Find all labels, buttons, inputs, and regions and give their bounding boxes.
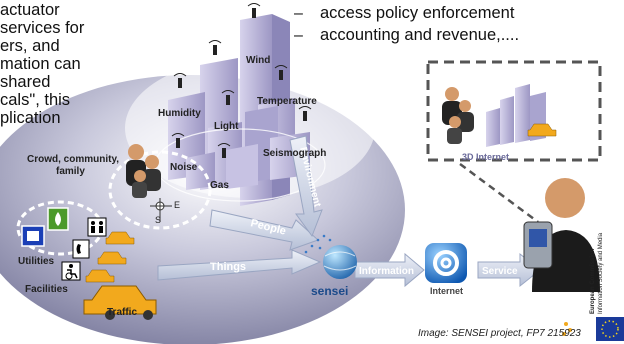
eu-commission-text: European Commission [590, 248, 596, 314]
taxi-icons [83, 231, 157, 320]
label-3d-internet: 3D Internet [462, 152, 510, 162]
eu-flag-icon [596, 317, 624, 341]
sensei-globe-icon [304, 234, 357, 279]
image-caption: Image: SENSEI project, FP7 215923 [418, 328, 581, 339]
label-gas: Gas [210, 180, 229, 191]
left-text-line: services for [0, 19, 85, 37]
bullet-item: –access policy enforcement [294, 4, 515, 22]
compass-e: E [174, 200, 181, 210]
family-dashed-circle [108, 150, 212, 230]
label-temperature: Temperature [257, 96, 317, 107]
arrow-information-label: Information [359, 266, 414, 277]
sensei-small-logo-icon [562, 322, 572, 336]
left-text-line: cals", this [0, 91, 71, 109]
internet-3d-box [426, 60, 602, 162]
sensor-buildings [154, 14, 326, 206]
label-wind: Wind [246, 55, 271, 66]
left-text-line: plication [0, 109, 61, 127]
arrow-things-label: Things [210, 261, 246, 273]
internet-at-icon [425, 243, 467, 283]
arrow-things [157, 249, 322, 281]
label-facilities: Facilities [25, 284, 68, 295]
connector-dashed [459, 162, 539, 224]
label-crowd: Crowd, community, [27, 154, 120, 165]
label-traffic: Traffic [107, 307, 138, 318]
left-text-line: actuator [0, 1, 60, 19]
bullet-item: –accounting and revenue,.... [294, 26, 520, 44]
label-family: family [56, 166, 85, 177]
eu-infosoc-text: Information Society and Media [598, 232, 604, 314]
user-with-phone-icon [523, 178, 600, 292]
left-text-line: mation can [0, 55, 81, 73]
antenna-icons [171, 3, 312, 158]
bullet-text: access policy enforcement [320, 4, 515, 22]
arrow-service-label: Service [482, 266, 518, 277]
family-people-icon [126, 144, 161, 198]
left-text-line: shared [0, 73, 51, 91]
compass-s: S [155, 215, 162, 225]
label-utilities: Utilities [18, 256, 55, 267]
label-humidity: Humidity [158, 108, 201, 119]
left-text-line: ers, and [0, 37, 60, 55]
arrow-environment [289, 135, 323, 238]
utilities-icons [21, 207, 107, 281]
left-text-block: actuator services for ers, and mation ca… [0, 1, 84, 127]
label-seismograph: Seismograph [263, 148, 327, 159]
arrow-people [209, 209, 319, 251]
label-noise: Noise [170, 162, 198, 173]
label-light: Light [214, 121, 239, 132]
compass-icon [150, 198, 172, 222]
sensei-logo-text: sensei [311, 284, 348, 298]
arrow-information [354, 252, 425, 288]
label-internet: Internet [430, 286, 464, 296]
bullet-text: accounting and revenue,.... [320, 26, 520, 44]
